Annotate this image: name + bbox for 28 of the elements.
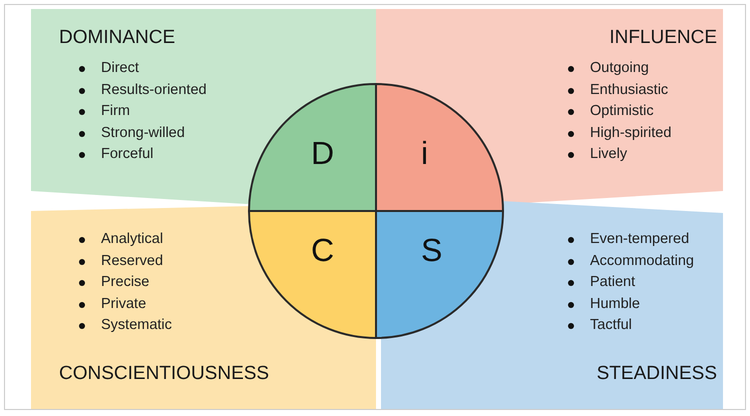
bullet-item: High-spirited <box>566 122 672 144</box>
bullet-item: Outgoing <box>566 58 649 80</box>
bullet-item: Accommodating <box>566 250 694 272</box>
section-heading: STEADINESS <box>596 363 717 385</box>
bullet-item: Forceful <box>77 144 154 166</box>
bullet-item: Optimistic <box>566 101 654 122</box>
bullet-item: Even-tempered <box>566 229 690 250</box>
section-heading: DOMINANCE <box>59 27 176 49</box>
bullet-item: Systematic <box>77 315 172 336</box>
bullet-item: Firm <box>77 101 130 122</box>
bullet-item: Enthusiastic <box>566 80 668 101</box>
quadrant-letter: C <box>311 233 334 267</box>
quadrant-letter: S <box>421 233 442 267</box>
bullet-item: Reserved <box>77 250 164 272</box>
bullet-item: Humble <box>566 294 640 315</box>
bullet-item: Lively <box>566 144 628 166</box>
bullet-item: Tactful <box>566 315 632 336</box>
section-heading: INFLUENCE <box>609 27 717 49</box>
bullet-item: Patient <box>566 272 636 294</box>
bullet-item: Private <box>77 294 146 315</box>
bullet-item: Direct <box>77 58 139 80</box>
section-heading: CONSCIENTIOUSNESS <box>59 363 270 385</box>
quadrant-letter: D <box>311 136 334 170</box>
bullet-item: Analytical <box>77 229 164 250</box>
bullet-item: Strong-willed <box>77 122 185 144</box>
quadrant-letter: i <box>421 136 428 170</box>
bullet-item: Precise <box>77 272 150 294</box>
bullet-item: Results-oriented <box>77 80 207 101</box>
